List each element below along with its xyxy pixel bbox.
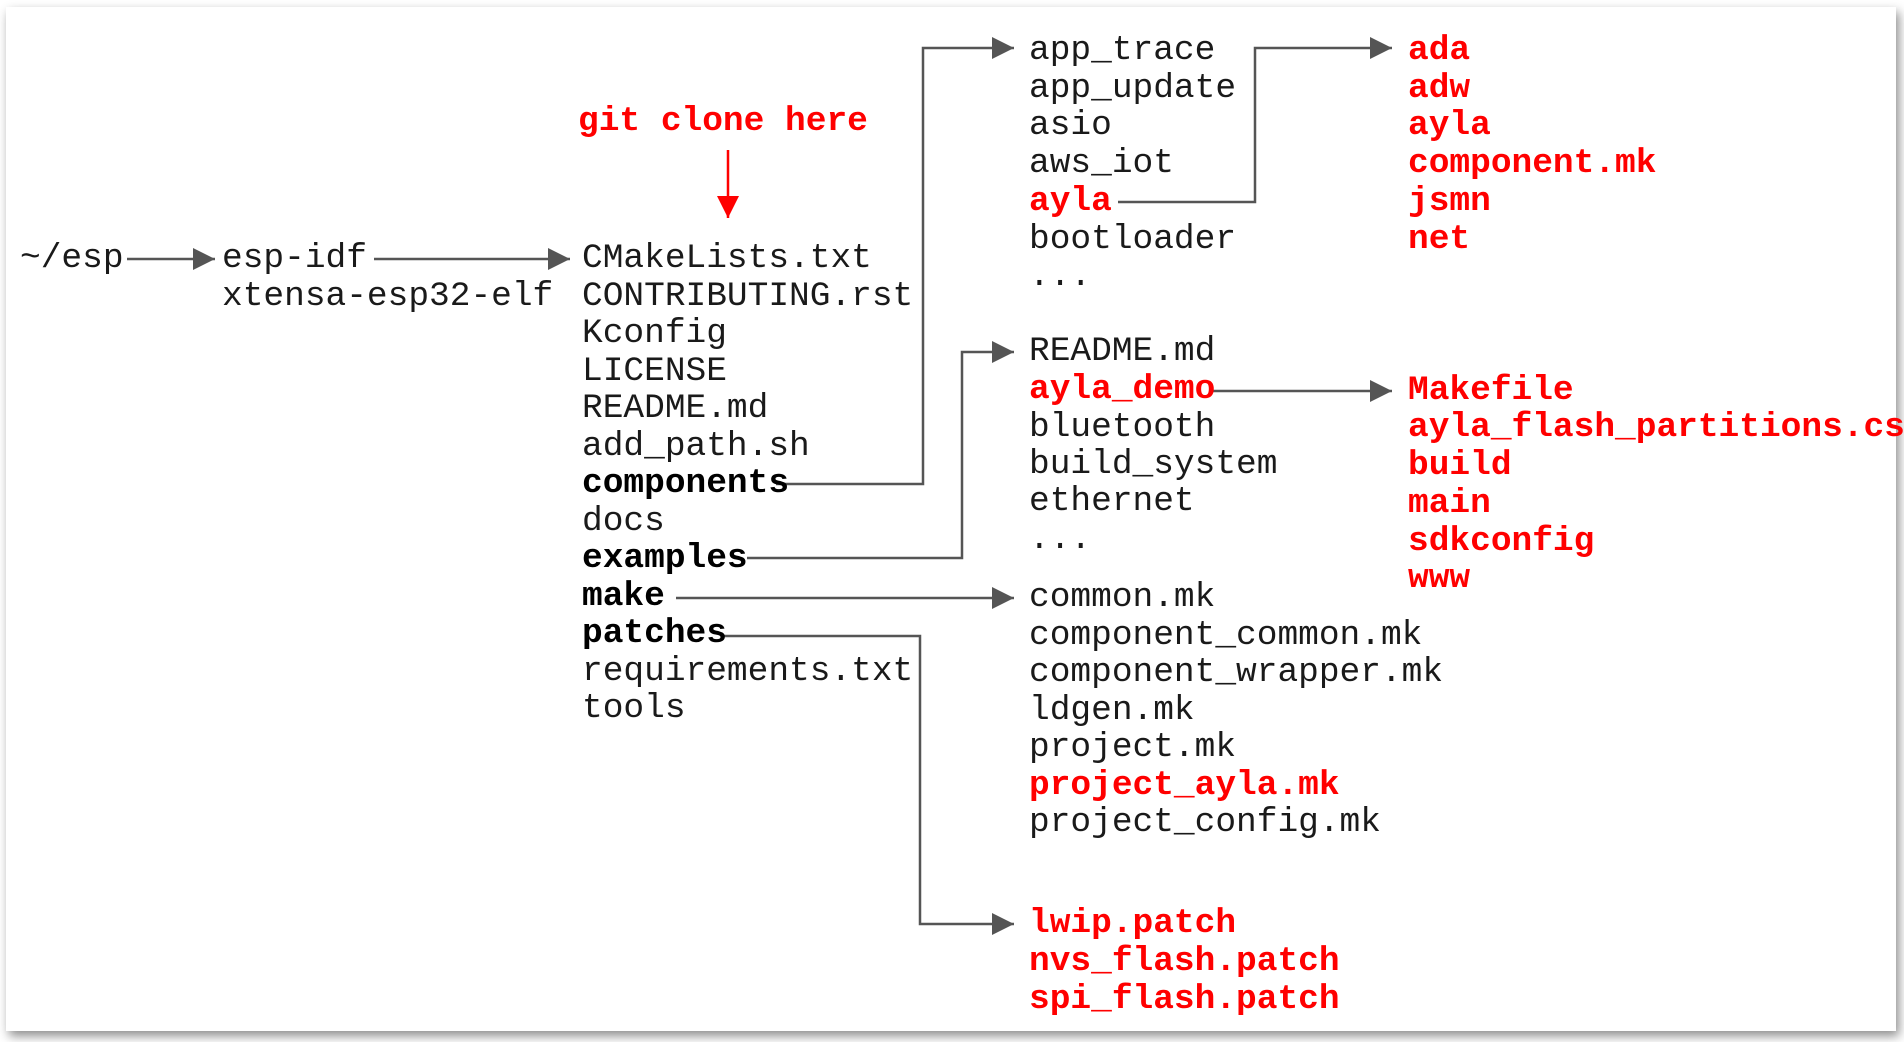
esp-idf-item: Kconfig <box>582 314 727 353</box>
components-item: bootloader <box>1029 220 1237 259</box>
ayla-item: jsmn <box>1408 182 1491 221</box>
components-item: asio <box>1029 106 1112 145</box>
ayla-demo-item: Makefile <box>1408 371 1574 410</box>
make-item: project_config.mk <box>1029 803 1381 842</box>
make-item: component_wrapper.mk <box>1029 653 1444 692</box>
make-item: common.mk <box>1029 578 1216 617</box>
esp-idf-item: add_path.sh <box>582 427 810 466</box>
esp-idf-item: LICENSE <box>582 352 727 391</box>
folder-esp-idf: esp-idf <box>222 239 367 278</box>
patch-item: nvs_flash.patch <box>1029 942 1340 981</box>
ayla-demo-item: build <box>1408 446 1512 485</box>
folder-examples: examples <box>582 539 748 578</box>
make-item: project.mk <box>1029 728 1237 767</box>
diagram-canvas <box>6 7 1896 1031</box>
folder-make: make <box>582 577 665 616</box>
arrow-ayla-to-contents <box>1118 37 1392 204</box>
make-item-ayla: project_ayla.mk <box>1029 766 1340 805</box>
components-ellipsis: ... <box>1029 257 1092 296</box>
folder-ayla: ayla <box>1029 182 1112 221</box>
ayla-item: net <box>1408 220 1471 259</box>
examples-item: bluetooth <box>1029 408 1216 447</box>
ayla-item: component.mk <box>1408 144 1657 183</box>
arrow-components-to-contents <box>776 37 1014 486</box>
folder-patches: patches <box>582 614 727 653</box>
esp-idf-item: CMakeLists.txt <box>582 239 872 278</box>
ayla-demo-item: sdkconfig <box>1408 522 1595 561</box>
root-folder-label: ~/esp <box>20 239 124 278</box>
ayla-item: ada <box>1408 31 1471 70</box>
examples-item: README.md <box>1029 332 1216 371</box>
ayla-item: adw <box>1408 69 1471 108</box>
components-item: app_update <box>1029 69 1237 108</box>
folder-xtensa-esp32-elf: xtensa-esp32-elf <box>222 277 554 316</box>
components-item: aws_iot <box>1029 144 1174 183</box>
esp-idf-item: docs <box>582 502 665 541</box>
ayla-item: ayla <box>1408 106 1491 145</box>
make-item: ldgen.mk <box>1029 691 1195 730</box>
esp-idf-item: requirements.txt <box>582 652 914 691</box>
git-clone-annotation: git clone here <box>578 102 868 141</box>
ayla-demo-item: main <box>1408 484 1491 523</box>
folder-components: components <box>582 464 790 503</box>
esp-idf-item: README.md <box>582 389 769 428</box>
esp-idf-item: CONTRIBUTING.rst <box>582 277 914 316</box>
make-item: component_common.mk <box>1029 616 1423 655</box>
esp-idf-item: tools <box>582 689 686 728</box>
ayla-demo-item: www <box>1408 559 1471 598</box>
ayla-demo-item: ayla_flash_partitions.csv <box>1408 408 1904 447</box>
patch-item: spi_flash.patch <box>1029 980 1340 1019</box>
folder-ayla-demo: ayla_demo <box>1029 370 1216 409</box>
arrow-examples-to-contents <box>747 341 1014 560</box>
examples-item: ethernet <box>1029 482 1195 521</box>
examples-ellipsis: ... <box>1029 520 1092 559</box>
arrow-patches-to-contents <box>724 634 1014 935</box>
patch-item: lwip.patch <box>1029 904 1237 943</box>
components-item: app_trace <box>1029 31 1216 70</box>
examples-item: build_system <box>1029 445 1278 484</box>
